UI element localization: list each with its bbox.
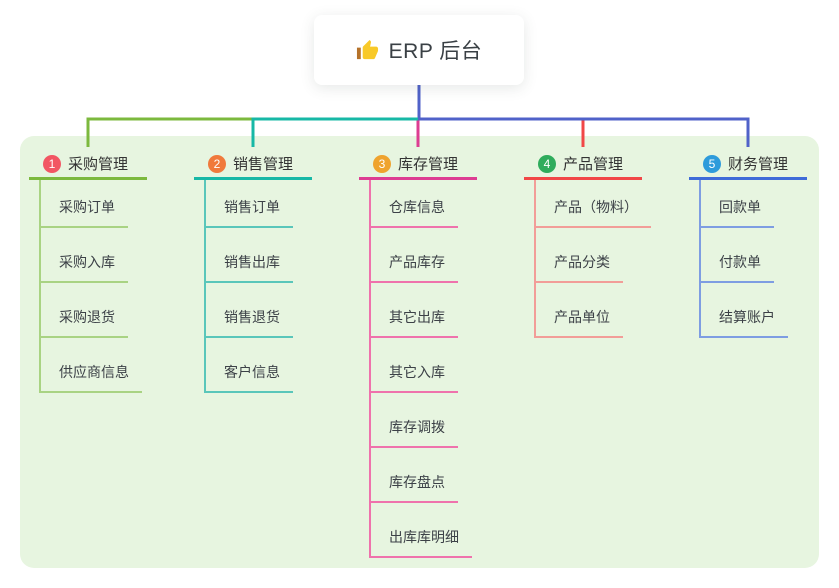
child-node-label: 付款单 <box>701 252 774 283</box>
child-node-label: 产品库存 <box>371 252 458 283</box>
child-node-label: 销售订单 <box>206 197 293 228</box>
child-node[interactable]: 其它入库 <box>371 338 509 393</box>
child-node-label: 结算账户 <box>701 307 788 338</box>
child-node-label: 产品单位 <box>536 307 623 338</box>
branch-node[interactable]: 4 产品管理 <box>524 147 642 180</box>
branch-children: 仓库信息产品库存其它出库其它入库库存调拨库存盘点出库库明细 <box>369 180 509 558</box>
child-node-label: 采购订单 <box>41 197 128 228</box>
child-node-label: 客户信息 <box>206 362 293 393</box>
branch-label: 销售管理 <box>233 156 294 173</box>
child-node-label: 采购入库 <box>41 252 128 283</box>
child-node[interactable]: 采购退货 <box>41 283 179 338</box>
root-node[interactable]: ERP 后台 <box>314 15 524 85</box>
branch-column: 3 库存管理仓库信息产品库存其它出库其它入库库存调拨库存盘点出库库明细 <box>359 147 509 558</box>
child-node-label: 供应商信息 <box>41 362 142 393</box>
child-node[interactable]: 销售订单 <box>206 180 344 228</box>
child-node-label: 出库库明细 <box>371 527 472 558</box>
child-node-label: 其它入库 <box>371 362 458 393</box>
child-node-label: 库存盘点 <box>371 472 458 503</box>
child-node-label: 销售退货 <box>206 307 293 338</box>
branch-label: 采购管理 <box>68 156 129 173</box>
thumbs-up-icon <box>356 39 379 62</box>
child-node-label: 产品分类 <box>536 252 623 283</box>
branch-column: 5 财务管理回款单付款单结算账户 <box>689 147 839 338</box>
child-node[interactable]: 采购订单 <box>41 180 179 228</box>
child-node[interactable]: 采购入库 <box>41 228 179 283</box>
branch-node[interactable]: 1 采购管理 <box>29 147 147 180</box>
child-node-label: 仓库信息 <box>371 197 458 228</box>
child-node-label: 回款单 <box>701 197 774 228</box>
child-node-label: 库存调拨 <box>371 417 458 448</box>
branch-label: 财务管理 <box>728 156 789 173</box>
child-node[interactable]: 客户信息 <box>206 338 344 393</box>
branch-children: 回款单付款单结算账户 <box>699 180 839 338</box>
child-node[interactable]: 库存盘点 <box>371 448 509 503</box>
child-node[interactable]: 产品分类 <box>536 228 674 283</box>
child-node[interactable]: 库存调拨 <box>371 393 509 448</box>
child-node[interactable]: 销售出库 <box>206 228 344 283</box>
branch-children: 采购订单采购入库采购退货供应商信息 <box>39 180 179 393</box>
branch-column: 1 采购管理采购订单采购入库采购退货供应商信息 <box>29 147 179 393</box>
child-node[interactable]: 仓库信息 <box>371 180 509 228</box>
child-node[interactable]: 出库库明细 <box>371 503 509 558</box>
branch-node[interactable]: 5 财务管理 <box>689 147 807 180</box>
child-node[interactable]: 付款单 <box>701 228 839 283</box>
child-node[interactable]: 销售退货 <box>206 283 344 338</box>
branch-number-badge: 4 <box>538 154 556 173</box>
branches-panel <box>20 136 819 568</box>
child-node-label: 销售出库 <box>206 252 293 283</box>
root-node-label: ERP 后台 <box>388 40 483 63</box>
branch-number-badge: 5 <box>703 154 721 173</box>
branch-number-badge: 1 <box>43 154 61 173</box>
child-node[interactable]: 结算账户 <box>701 283 839 338</box>
branch-number-badge: 3 <box>373 154 391 173</box>
child-node[interactable]: 产品（物料） <box>536 180 674 228</box>
child-node-label: 其它出库 <box>371 307 458 338</box>
branch-children: 产品（物料） 产品分类产品单位 <box>534 180 674 338</box>
child-node[interactable]: 供应商信息 <box>41 338 179 393</box>
branch-label: 库存管理 <box>398 156 459 173</box>
child-node-label: 产品（物料） <box>536 197 651 228</box>
child-node[interactable]: 产品单位 <box>536 283 674 338</box>
branch-node[interactable]: 3 库存管理 <box>359 147 477 180</box>
child-node[interactable]: 其它出库 <box>371 283 509 338</box>
child-node-label: 采购退货 <box>41 307 128 338</box>
branch-column: 2 销售管理销售订单销售出库销售退货客户信息 <box>194 147 344 393</box>
branch-children: 销售订单销售出库销售退货客户信息 <box>204 180 344 393</box>
branch-node[interactable]: 2 销售管理 <box>194 147 312 180</box>
child-node[interactable]: 产品库存 <box>371 228 509 283</box>
branch-label: 产品管理 <box>563 156 624 173</box>
branch-number-badge: 2 <box>208 154 226 173</box>
branch-column: 4 产品管理产品（物料） 产品分类产品单位 <box>524 147 674 338</box>
child-node[interactable]: 回款单 <box>701 180 839 228</box>
